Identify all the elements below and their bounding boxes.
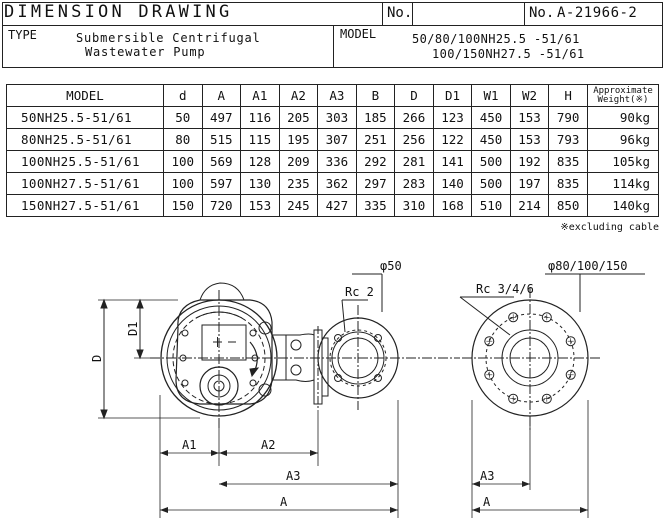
- value-cell: 235: [278, 172, 319, 195]
- label-A3-right: A3: [480, 469, 494, 483]
- model-cell: 150NH27.5-51/61: [6, 194, 164, 217]
- value-cell: 245: [278, 194, 319, 217]
- label-A1: A1: [182, 438, 196, 452]
- weight-cell: 114kg: [587, 172, 659, 195]
- value-cell: 362: [317, 172, 357, 195]
- value-cell: 100: [163, 172, 203, 195]
- value-cell: 835: [548, 150, 588, 173]
- bolt-hole: [541, 312, 552, 323]
- bolt-hole: [541, 393, 552, 404]
- header-docno-divider: [524, 2, 525, 26]
- value-cell: 209: [278, 150, 319, 173]
- bolt-hole: [565, 336, 576, 347]
- pump-side-view: [160, 282, 329, 417]
- label-phi50: φ50: [380, 259, 402, 273]
- label-A-left: A: [280, 495, 288, 509]
- value-cell: 510: [471, 194, 511, 217]
- header-no-divider-2: [412, 2, 413, 26]
- value-cell: 310: [394, 194, 434, 217]
- value-cell: 297: [355, 172, 396, 195]
- value-cell: 307: [317, 128, 357, 151]
- bolt-hole: [565, 369, 576, 380]
- value-cell: 168: [432, 194, 473, 217]
- value-cell: 427: [317, 194, 357, 217]
- type-label: TYPE: [8, 28, 37, 42]
- value-cell: 266: [394, 106, 434, 129]
- value-cell: 335: [355, 194, 396, 217]
- model-line-1: 50/80/100NH25.5 -51/61: [412, 32, 580, 46]
- type-line-1: Submersible Centrifugal: [76, 31, 261, 45]
- flange-phi80-100-150: [462, 288, 600, 430]
- label-phi-multi: φ80/100/150: [548, 259, 627, 273]
- value-cell: 793: [548, 128, 588, 151]
- value-cell: 128: [240, 150, 280, 173]
- bolt-hole: [484, 369, 495, 380]
- value-cell: 150: [163, 194, 203, 217]
- value-cell: 122: [432, 128, 473, 151]
- dim-D: [98, 298, 200, 420]
- doc-number: A-21966-2: [557, 5, 638, 21]
- weight-cell: 140kg: [587, 194, 659, 217]
- value-cell: 292: [355, 150, 396, 173]
- bolt-hole: [484, 336, 495, 347]
- value-cell: 214: [509, 194, 550, 217]
- value-cell: 281: [394, 150, 434, 173]
- weight-note: ※excluding cable: [560, 222, 659, 233]
- document-title: DIMENSION DRAWING: [4, 2, 233, 22]
- type-model-frame: [2, 25, 663, 68]
- value-cell: 251: [355, 128, 396, 151]
- label-A-right: A: [483, 495, 491, 509]
- value-cell: 116: [240, 106, 280, 129]
- value-cell: 141: [432, 150, 473, 173]
- dim-D1: [134, 298, 160, 360]
- value-cell: 850: [548, 194, 588, 217]
- label-D: D: [90, 355, 104, 362]
- label-A3-left: A3: [286, 469, 300, 483]
- type-line-2: Wastewater Pump: [85, 45, 206, 59]
- doc-number-label: No.: [529, 5, 555, 21]
- weight-header-line-1: Approximate: [593, 85, 653, 96]
- dim-lines-horizontal: [159, 395, 589, 518]
- dimension-table: MODEL d A A1 A2 A3 B D D1 W1 W2 H Approx…: [6, 84, 659, 217]
- header-no-divider: [382, 2, 383, 26]
- dim-arrows: [160, 450, 588, 513]
- weight-cell: 90kg: [587, 106, 659, 129]
- label-A2: A2: [261, 438, 275, 452]
- model-label: MODEL: [340, 27, 377, 41]
- value-cell: 597: [201, 172, 242, 195]
- label-D1: D1: [126, 322, 140, 336]
- flange-phi50: [317, 305, 399, 410]
- model-cell: 100NH27.5-51/61: [6, 172, 164, 195]
- bolt-hole: [508, 393, 519, 404]
- model-line-2: 100/150NH27.5 -51/61: [432, 47, 585, 61]
- weight-header-line-2: Weight(※): [597, 94, 649, 105]
- type-model-divider: [333, 25, 334, 68]
- label-rc2: Rc 2: [345, 285, 374, 299]
- label-rc346: Rc 3/4/6: [476, 282, 534, 296]
- bolt-hole: [508, 312, 519, 323]
- value-cell: 115: [240, 128, 280, 151]
- value-cell: 130: [240, 172, 280, 195]
- no-label: No.: [387, 5, 413, 21]
- col-header: MODEL: [6, 84, 164, 107]
- value-cell: 100: [163, 150, 203, 173]
- value-cell: 720: [201, 194, 242, 217]
- model-cell: 100NH25.5-51/61: [6, 150, 164, 173]
- value-cell: 153: [240, 194, 280, 217]
